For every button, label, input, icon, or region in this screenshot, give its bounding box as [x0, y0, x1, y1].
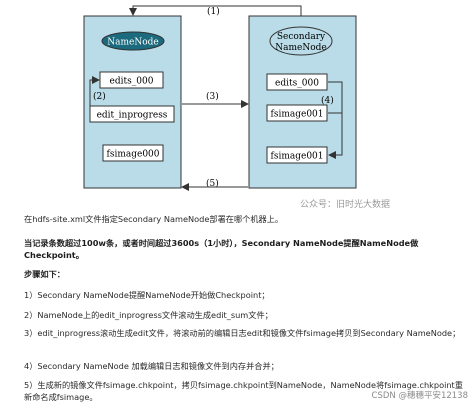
step2-arrow	[89, 76, 100, 114]
step2-label: (2)	[93, 91, 106, 102]
step4-label: (4)	[321, 95, 334, 106]
edit-inprogress-label: edit_inprogress	[97, 111, 168, 121]
edits-000-label-right: edits_000	[275, 79, 319, 89]
edits-000-label-left: edits_000	[110, 77, 154, 87]
step5-label: (5)	[206, 178, 219, 189]
fsimage001-box-bottom	[266, 146, 328, 164]
namenode-label: NameNode	[107, 38, 158, 48]
gzh-watermark: 公众号：旧时光大数据	[300, 200, 391, 210]
csdn-watermark: CSDN @穗穗平安12138	[371, 391, 468, 401]
edits-000-box-right	[266, 73, 328, 91]
step4-arrow	[328, 81, 343, 159]
checkpoint-diagram: NameNode edits_000 edit_inprogress fsima…	[83, 5, 357, 191]
fsimage001-label-top: fsimage001	[271, 110, 324, 120]
fsimage001-box-top	[266, 104, 328, 122]
secondary-namenode-ellipse	[269, 26, 333, 56]
edits-000-box-left	[99, 71, 164, 89]
step-5-text: 5）生成新的镜像文件fsimage.chkpoint，拷贝fsimage.chk…	[24, 380, 463, 402]
step-2-text: 2）NameNode上的edit_inprogress文件滚动生成edit_su…	[24, 310, 273, 320]
steps-title: 步骤如下：	[24, 269, 65, 279]
secondary-label-line2: NameNode	[275, 43, 326, 53]
intro-text: 在hdfs-site.xml文件指定Secondary NameNode部署在哪…	[24, 214, 284, 224]
step3-label: (3)	[206, 91, 219, 102]
step1-arrow	[129, 5, 302, 16]
step1-label: (1)	[207, 6, 220, 17]
step-4-text: 4）Secondary NameNode 加载编辑日志和镜像文件到内存并合并；	[24, 361, 279, 371]
fsimage000-box	[102, 144, 164, 162]
namenode-ellipse	[101, 31, 165, 51]
step-3-text: 3）edit_inprogress滚动生成edit文件，将滚动前的编辑日志edi…	[24, 328, 461, 338]
secondary-label-line1: Secondary	[277, 32, 326, 42]
fsimage001-label-bottom: fsimage001	[271, 152, 324, 162]
fsimage000-label: fsimage000	[107, 150, 160, 160]
condition-text: 当记录条数超过100w条，或者时间超过3600s（1小时），Secondary …	[24, 238, 419, 260]
step-1-text: 1）Secondary NameNode提醒NameNode开始做Checkpo…	[24, 290, 270, 300]
